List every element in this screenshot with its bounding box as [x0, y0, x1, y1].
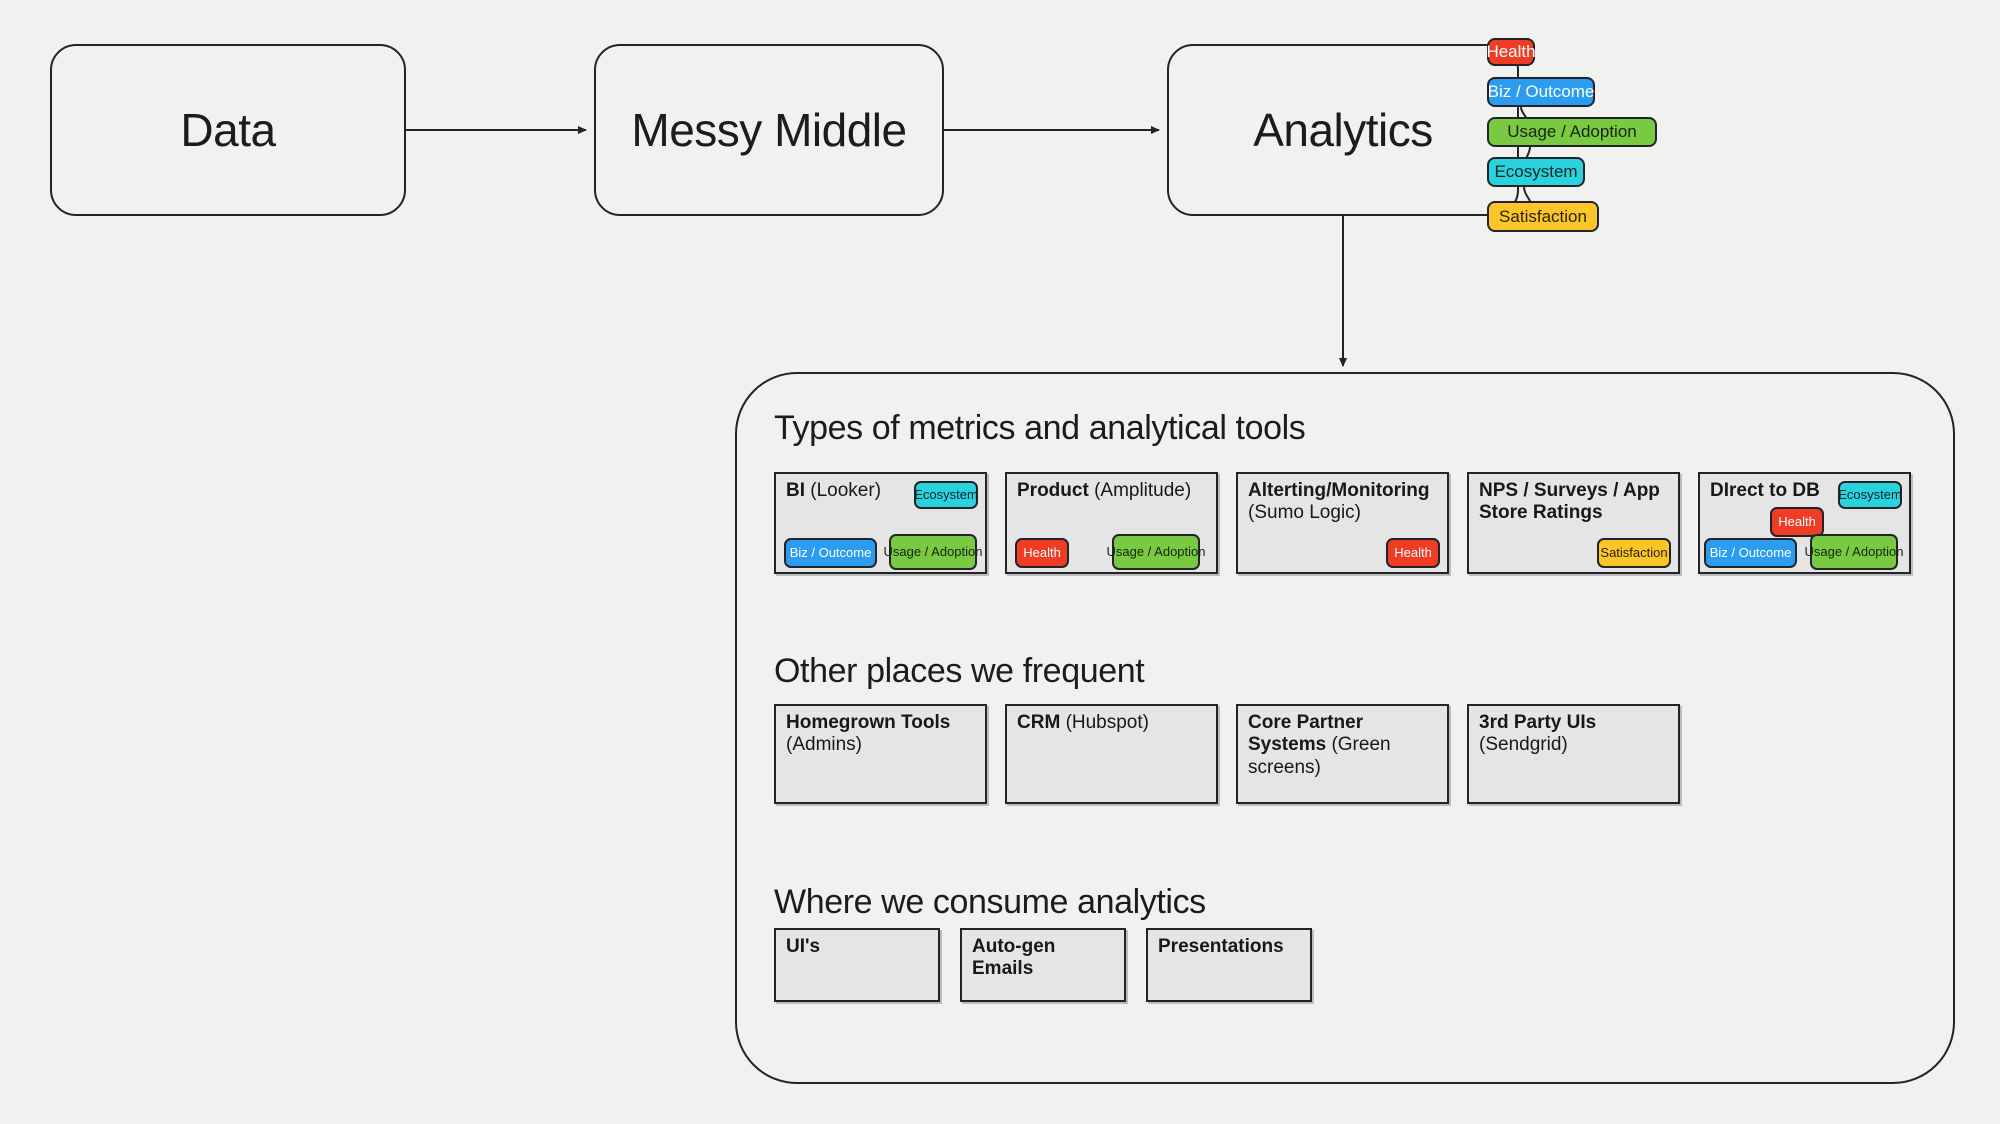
card-title: Alterting/Monitoring (Sumo Logic): [1248, 480, 1439, 525]
card-detail: (Amplitude): [1094, 480, 1192, 501]
tool-card-product[interactable]: Product (Amplitude) Health Usage / Adopt…: [1005, 472, 1218, 574]
card-detail: (Sendgrid): [1479, 734, 1568, 756]
card-detail: (Looker): [810, 480, 882, 501]
card-name: NPS / Surveys / App Store Ratings: [1479, 480, 1660, 524]
tool-card-nps-surveys[interactable]: NPS / Surveys / App Store Ratings Satisf…: [1467, 472, 1680, 574]
card-name: Auto-gen Emails: [972, 936, 1056, 980]
card-tag-biz-outcome[interactable]: Biz / Outcome: [784, 538, 877, 568]
section-title-other-places: Other places we frequent: [774, 652, 1145, 690]
place-card-3rd-party-uis[interactable]: 3rd Party UIs (Sendgrid): [1467, 704, 1680, 804]
card-title: Auto-gen Emails: [972, 936, 1116, 981]
flow-node-label: Analytics: [1253, 104, 1433, 156]
card-tag-ecosystem[interactable]: Ecosystem: [914, 481, 978, 509]
card-name: BI: [786, 480, 805, 501]
card-tag-usage-adoption[interactable]: Usage / Adoption: [1106, 534, 1206, 570]
consume-card-uis[interactable]: UI's: [774, 928, 940, 1002]
card-tag-biz-outcome[interactable]: Biz / Outcome: [1704, 538, 1797, 568]
card-title: Core Partner Systems (Green screens): [1248, 712, 1439, 779]
tool-card-bi[interactable]: BI (Looker) Ecosystem Biz / Outcome Usag…: [774, 472, 987, 574]
metric-tag-biz-outcome[interactable]: Biz / Outcome: [1487, 77, 1595, 107]
card-tag-health[interactable]: Health: [1015, 538, 1069, 568]
card-tag-usage-adoption[interactable]: Usage / Adoption: [883, 534, 983, 570]
metric-tag-usage-adoption[interactable]: Usage / Adoption: [1487, 117, 1657, 147]
card-name: 3rd Party UIs: [1479, 712, 1597, 733]
section-title-types-of-metrics: Types of metrics and analytical tools: [774, 409, 1306, 447]
card-name: Alterting/Monitoring: [1248, 480, 1430, 501]
metric-tag-health[interactable]: Health: [1486, 38, 1536, 66]
place-card-homegrown-tools[interactable]: Homegrown Tools (Admins): [774, 704, 987, 804]
card-detail: (Hubspot): [1065, 712, 1149, 733]
card-name: DIrect to DB: [1710, 480, 1820, 501]
section-title-where-we-consume: Where we consume analytics: [774, 883, 1206, 921]
tool-card-alerting-monitoring[interactable]: Alterting/Monitoring (Sumo Logic) Health: [1236, 472, 1449, 574]
place-card-core-partner-systems[interactable]: Core Partner Systems (Green screens): [1236, 704, 1449, 804]
card-name: Product: [1017, 480, 1089, 501]
card-detail: (Sumo Logic): [1248, 502, 1361, 524]
flow-node-messy-middle[interactable]: Messy Middle: [594, 44, 944, 216]
card-tag-health[interactable]: Health: [1386, 538, 1440, 568]
tool-card-direct-to-db[interactable]: DIrect to DB Ecosystem Health Biz / Outc…: [1698, 472, 1911, 574]
card-name: Presentations: [1158, 936, 1284, 957]
flow-node-label: Data: [180, 104, 276, 156]
card-tag-ecosystem[interactable]: Ecosystem: [1838, 481, 1902, 509]
card-tag-satisfaction[interactable]: Satisfaction: [1597, 538, 1671, 568]
flow-node-data[interactable]: Data: [50, 44, 406, 216]
card-name: CRM: [1017, 712, 1061, 733]
card-title: Product (Amplitude): [1017, 480, 1208, 502]
flow-node-analytics[interactable]: Analytics: [1167, 44, 1519, 216]
place-card-crm[interactable]: CRM (Hubspot): [1005, 704, 1218, 804]
card-title: Homegrown Tools (Admins): [786, 712, 977, 757]
card-detail: (Admins): [786, 734, 863, 756]
card-title: Presentations: [1158, 936, 1302, 958]
metric-tag-ecosystem[interactable]: Ecosystem: [1487, 157, 1585, 187]
card-title: UI's: [786, 936, 930, 958]
consume-card-presentations[interactable]: Presentations: [1146, 928, 1312, 1002]
card-name: UI's: [786, 936, 821, 957]
card-tag-health[interactable]: Health: [1770, 507, 1824, 537]
consume-card-auto-gen-emails[interactable]: Auto-gen Emails: [960, 928, 1126, 1002]
card-title: CRM (Hubspot): [1017, 712, 1208, 734]
card-title: BI (Looker): [786, 480, 977, 502]
card-tag-usage-adoption[interactable]: Usage / Adoption: [1804, 534, 1904, 570]
card-detail: (Green screens): [1248, 734, 1391, 778]
card-title: NPS / Surveys / App Store Ratings: [1479, 480, 1670, 525]
card-title: 3rd Party UIs (Sendgrid): [1479, 712, 1670, 757]
card-title: DIrect to DB: [1710, 480, 1901, 502]
card-name: Core Partner Systems: [1248, 712, 1364, 756]
flow-node-label: Messy Middle: [631, 104, 907, 156]
metric-tag-satisfaction[interactable]: Satisfaction: [1487, 201, 1599, 232]
card-name: Homegrown Tools: [786, 712, 951, 733]
